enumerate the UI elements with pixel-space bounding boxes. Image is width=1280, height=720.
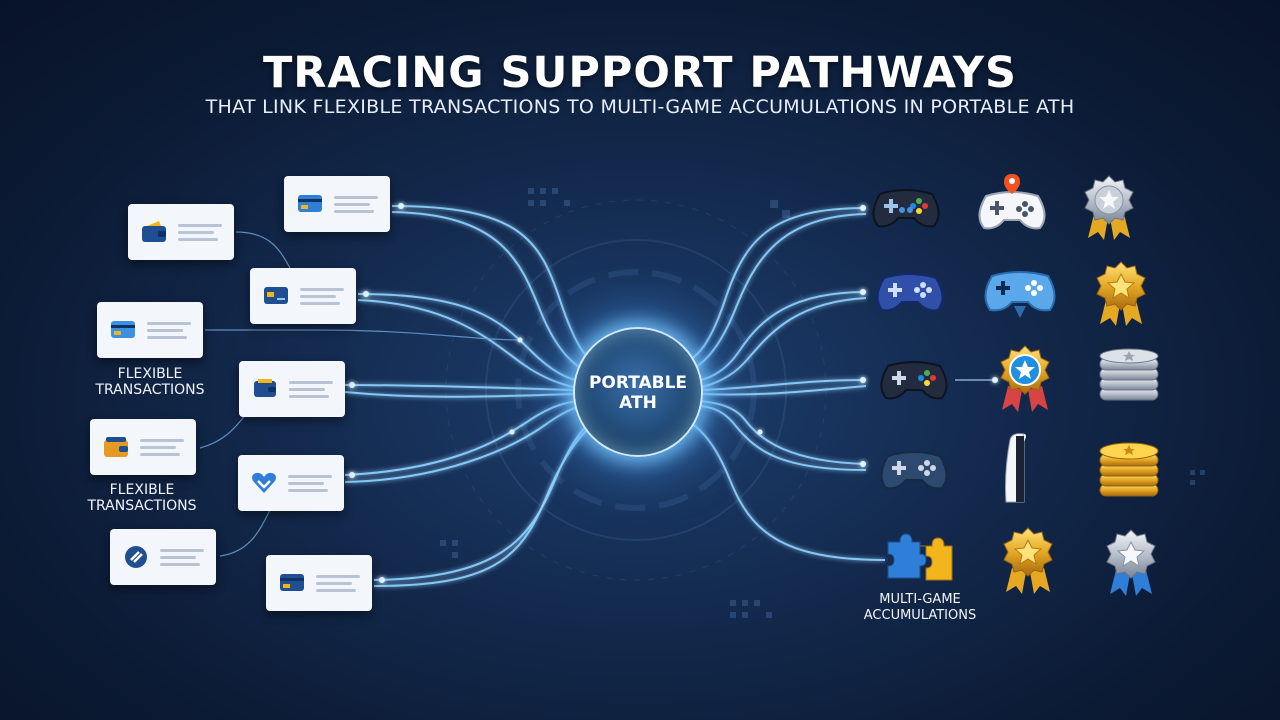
label-line: FLEXIBLE (117, 366, 183, 382)
hub-label: PORTABLE ATH (575, 373, 701, 413)
gamepad-icon (876, 273, 944, 312)
gamepad-icon (880, 361, 948, 400)
transaction-card (128, 204, 234, 260)
gamepad-icon (984, 271, 1056, 318)
label-line: FLEXIBLE (109, 482, 175, 498)
hub-label-line: PORTABLE (588, 373, 688, 393)
silver-badge-icon (1084, 175, 1134, 240)
label-line: MULTI-GAME (879, 592, 961, 607)
portable-ath-hub: PORTABLE ATH (573, 327, 703, 457)
credit-card-icon (111, 321, 135, 338)
gamepad-with-pin-icon (978, 174, 1046, 230)
credit-card-icon (264, 287, 288, 304)
multi-game-accumulations-label: MULTI-GAME ACCUMULATIONS (850, 592, 990, 624)
flexible-transactions-label: FLEXIBLE TRANSACTIONS (90, 366, 210, 398)
puzzle-icon (887, 533, 953, 581)
gold-coin-stack-icon (1099, 442, 1159, 497)
gold-badge-icon (1096, 261, 1146, 326)
silver-medal-icon (1106, 529, 1156, 596)
wallet-icon (142, 221, 166, 242)
left-pathways (344, 205, 613, 587)
label-line: ACCUMULATIONS (863, 608, 977, 623)
gamepad-icon (880, 451, 948, 490)
transaction-card (250, 268, 356, 324)
label-line: TRANSACTIONS (87, 498, 197, 514)
transaction-card (284, 176, 390, 232)
transaction-card (97, 302, 203, 358)
transaction-card (266, 555, 372, 611)
silver-coin-stack-icon (1099, 348, 1159, 401)
award-ribbon-icon (1000, 345, 1050, 412)
flexible-transactions-label: FLEXIBLE TRANSACTIONS (82, 482, 202, 514)
transfer-icon (125, 546, 147, 568)
credit-card-icon (280, 574, 304, 591)
transaction-card (238, 455, 344, 511)
endpoint-dots (349, 203, 998, 583)
transaction-card (90, 419, 196, 475)
label-line: TRANSACTIONS (95, 382, 205, 398)
transaction-card (239, 361, 345, 417)
gold-medal-icon (1003, 527, 1053, 594)
page-subtitle: THAT LINK FLEXIBLE TRANSACTIONS TO MULTI… (205, 96, 1075, 118)
wallet-icon (254, 379, 276, 397)
heart-hands-icon (252, 472, 276, 493)
background-rings (445, 199, 827, 581)
hub-label-line: ATH (619, 393, 657, 413)
transaction-card (110, 529, 216, 585)
gamepad-icon (872, 189, 940, 228)
page-title: TRACING SUPPORT PATHWAYS (262, 48, 1018, 98)
credit-card-icon (298, 195, 322, 212)
console-icon (1005, 433, 1026, 503)
wallet-icon (104, 437, 128, 457)
background-dots (440, 188, 1205, 618)
